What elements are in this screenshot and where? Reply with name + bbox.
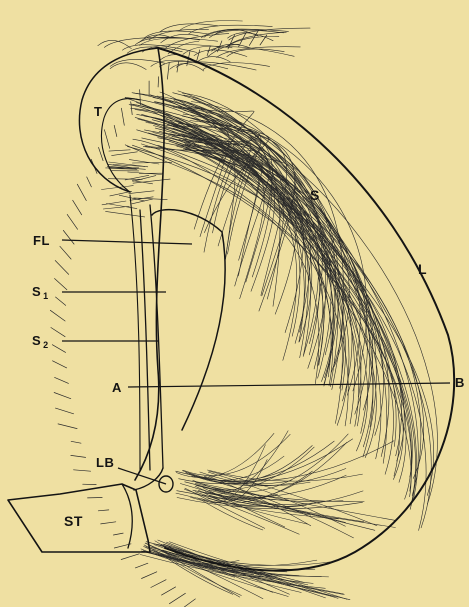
hair-stroke <box>160 24 218 32</box>
hair-stroke <box>55 408 73 414</box>
label-s1-sub: 1 <box>43 291 49 301</box>
hair-stroke <box>74 470 91 471</box>
hair-stroke <box>217 47 301 58</box>
hair-stroke <box>113 533 123 535</box>
hair-stroke <box>183 434 290 475</box>
hair-stroke <box>102 201 126 205</box>
base-block-joint <box>122 484 132 548</box>
hair-stroke <box>73 200 82 215</box>
hair-stroke <box>110 63 146 70</box>
hair-stroke <box>114 125 117 136</box>
hair-stroke <box>162 587 176 595</box>
hair-stroke <box>98 510 109 511</box>
label-b: B <box>455 376 465 389</box>
hair-stroke <box>101 522 116 524</box>
hair-stroke <box>133 139 403 479</box>
stem-outline <box>134 468 163 490</box>
leader-fl <box>62 240 192 244</box>
label-fl: FL <box>33 234 50 247</box>
hair-stroke <box>135 563 148 568</box>
hair-stroke <box>106 204 137 209</box>
hair-stroke <box>55 279 67 290</box>
label-st: ST <box>64 514 83 528</box>
hair-stroke <box>184 599 195 607</box>
hair-stroke <box>132 145 393 474</box>
hair-stroke <box>55 377 69 383</box>
label-l: L <box>418 262 427 276</box>
hair-stroke <box>142 572 157 579</box>
hair-stroke <box>51 328 65 337</box>
hair-stroke <box>109 169 136 170</box>
hair-stroke <box>129 160 159 164</box>
hair-stroke <box>67 214 77 229</box>
hair-stroke <box>87 177 92 187</box>
strand-outer <box>130 195 140 470</box>
hair-stroke <box>140 90 141 105</box>
hair-stroke <box>58 424 77 429</box>
label-s1: S1 <box>32 285 49 301</box>
hair-stroke <box>129 191 154 194</box>
hair-stroke <box>173 107 437 504</box>
hair-stroke <box>71 455 86 457</box>
hair-stroke <box>167 63 169 80</box>
hair-stroke <box>213 490 375 530</box>
hair-stroke <box>179 439 353 484</box>
hair-stroke <box>151 580 166 588</box>
hair-stroke <box>176 471 354 538</box>
hair-stroke <box>50 310 65 321</box>
hair-stroke <box>176 433 274 477</box>
hair-stroke <box>55 261 68 275</box>
leader-ab <box>128 383 450 387</box>
hair-stroke <box>54 393 71 399</box>
hair-stroke <box>56 297 66 305</box>
hair-stroke <box>53 361 67 368</box>
hair-stroke <box>71 441 81 443</box>
hair-stroke <box>52 345 65 353</box>
label-s2-base: S <box>32 333 41 348</box>
label-t: T <box>94 105 102 118</box>
hair-stroke <box>104 130 109 149</box>
label-lb: LB <box>96 456 114 469</box>
hair-stroke <box>133 104 404 461</box>
hair-stroke <box>138 119 411 499</box>
hair-stroke <box>77 184 86 200</box>
hair-stroke <box>98 40 132 48</box>
hair-stroke <box>121 554 139 560</box>
label-s2-sub: 2 <box>43 340 49 350</box>
hair-stroke <box>63 230 74 244</box>
hair-stroke <box>112 152 138 156</box>
hair-stroke <box>197 50 200 61</box>
hair-stroke <box>169 593 185 603</box>
hair-stroke <box>189 456 284 480</box>
hair-stroke <box>103 206 129 209</box>
hair-stroke <box>108 179 142 180</box>
hair-stroke <box>60 246 71 259</box>
hair-stroke <box>121 108 124 125</box>
hair-stroke <box>207 470 362 481</box>
label-s1-base: S <box>32 284 41 299</box>
hair-stroke <box>106 211 145 217</box>
strand-s2 <box>140 210 150 470</box>
label-s: S <box>310 188 320 202</box>
label-a: A <box>112 381 122 394</box>
hair-stroke <box>158 77 159 87</box>
hair-stroke <box>109 150 130 151</box>
label-s2: S2 <box>32 334 49 350</box>
